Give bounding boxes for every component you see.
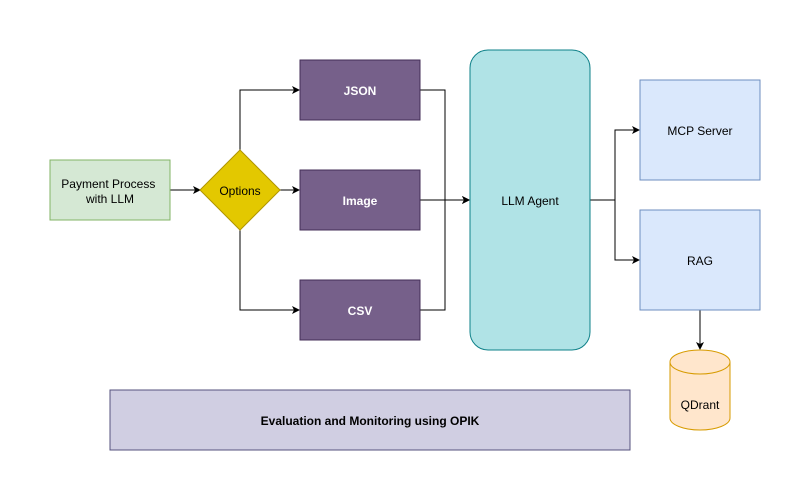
qdrant-cylinder-body	[669, 362, 731, 431]
payment-process-label-line2: with LLM	[85, 192, 134, 206]
payment-process-label-line1: Payment Process	[61, 177, 155, 191]
edge-csv-to-agent	[420, 200, 446, 311]
evaluation-monitoring-label: Evaluation and Monitoring using OPIK	[261, 414, 480, 428]
llm-agent-box	[469, 49, 591, 351]
payment-process-box	[49, 159, 171, 221]
evaluation-monitoring-box	[109, 389, 631, 451]
json-label: JSON	[344, 84, 377, 98]
mcp-server-box	[639, 79, 761, 181]
csv-node[interactable]: CSV	[299, 279, 421, 341]
image-label: Image	[343, 194, 378, 208]
qdrant-database-node[interactable]: QDrant	[669, 349, 731, 431]
edges	[170, 86, 704, 350]
qdrant-label: QDrant	[681, 398, 720, 412]
qdrant-cylinder-top	[669, 349, 731, 375]
rag-label: RAG	[687, 254, 713, 268]
image-node[interactable]: Image	[299, 169, 421, 231]
edge-json-to-agent	[420, 89, 470, 204]
rag-node[interactable]: RAG	[639, 209, 761, 311]
payment-process-label: Payment Process with LLM	[61, 177, 158, 206]
json-node[interactable]: JSON	[299, 59, 421, 121]
edge-agent-to-rag	[614, 200, 640, 264]
edge-agent-to-mcp	[590, 126, 640, 201]
options-diamond	[199, 149, 281, 231]
json-box	[299, 59, 421, 121]
options-label: Options	[219, 184, 260, 198]
edge-options-to-csv	[239, 230, 300, 314]
csv-label: CSV	[348, 304, 373, 318]
payment-process-node[interactable]: Payment Process with LLM	[49, 159, 171, 221]
mcp-server-node[interactable]: MCP Server	[639, 79, 761, 181]
evaluation-monitoring-node[interactable]: Evaluation and Monitoring using OPIK	[109, 389, 631, 451]
edge-options-to-json	[239, 86, 300, 150]
llm-agent-label: LLM Agent	[501, 194, 559, 208]
csv-box	[299, 279, 421, 341]
options-decision-node[interactable]: Options	[199, 149, 281, 231]
image-box	[299, 169, 421, 231]
rag-box	[639, 209, 761, 311]
mcp-server-label: MCP Server	[667, 124, 732, 138]
llm-agent-node[interactable]: LLM Agent	[469, 49, 591, 351]
